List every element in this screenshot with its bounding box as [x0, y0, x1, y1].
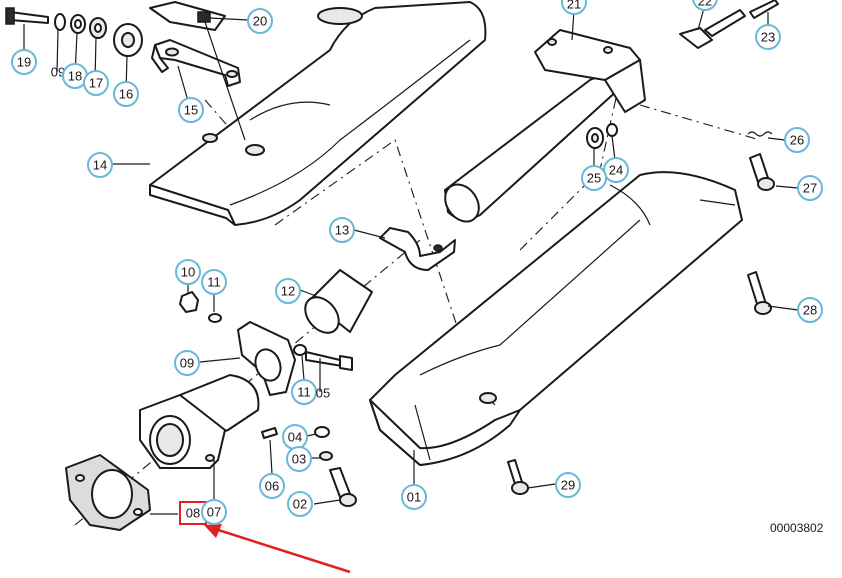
svg-text:17: 17	[89, 76, 103, 91]
lower-bolts	[507, 271, 772, 495]
callout-28: 28	[797, 297, 823, 323]
inner-pipe-part	[444, 75, 621, 223]
upper-cover-part	[149, 1, 487, 226]
callout-26: 26	[784, 127, 810, 153]
callout-11-lower: 11	[291, 379, 317, 405]
callout-17: 17	[83, 70, 109, 96]
callout-11-upper: 11	[201, 269, 227, 295]
callout-02: 02	[287, 491, 313, 517]
svg-text:09: 09	[51, 65, 65, 80]
callout-14: 14	[87, 152, 113, 178]
clamp-part	[149, 1, 246, 141]
callout-21: 21	[561, 0, 587, 15]
callout-07: 07	[201, 499, 227, 525]
callout-01: 01	[401, 484, 427, 510]
clamp-bolt-part	[293, 344, 353, 371]
svg-text:15: 15	[184, 103, 198, 118]
svg-text:11: 11	[297, 385, 311, 400]
nut-washer-part	[179, 291, 222, 323]
callout-06: 06	[259, 473, 285, 499]
callout-25: 25	[581, 165, 607, 191]
lower-housing-part	[369, 171, 743, 466]
svg-text:22: 22	[698, 0, 712, 9]
svg-text:02: 02	[293, 497, 307, 512]
reference-number: 00003802	[770, 521, 824, 535]
sensor-part	[679, 0, 779, 49]
svg-text:27: 27	[803, 181, 817, 196]
svg-text:07: 07	[207, 505, 221, 520]
callout-08-highlighted: 08	[179, 501, 207, 525]
mount-bracket-part	[534, 29, 646, 113]
svg-text:13: 13	[335, 223, 349, 238]
svg-text:28: 28	[803, 303, 817, 318]
svg-text:29: 29	[561, 478, 575, 493]
sleeve-part	[304, 269, 373, 334]
callout-16: 16	[113, 81, 139, 107]
svg-text:26: 26	[790, 133, 804, 148]
bracket-part	[151, 39, 241, 87]
callout-09: 09	[174, 350, 200, 376]
svg-text:06: 06	[265, 479, 279, 494]
svg-text:04: 04	[288, 430, 302, 445]
svg-text:08: 08	[186, 506, 200, 521]
svg-text:10: 10	[181, 265, 195, 280]
callout-23: 23	[755, 24, 781, 50]
svg-text:24: 24	[609, 163, 623, 178]
svg-text:03: 03	[292, 452, 306, 467]
svg-text:20: 20	[253, 14, 267, 29]
callout-29: 29	[555, 472, 581, 498]
svg-text:01: 01	[407, 490, 421, 505]
callout-13: 13	[329, 217, 355, 243]
callout-27: 27	[797, 175, 823, 201]
svg-text:05: 05	[316, 386, 330, 401]
callout-22: 22	[692, 0, 718, 11]
callout-20: 20	[247, 8, 273, 34]
svg-text:21: 21	[567, 0, 581, 12]
callout-15: 15	[178, 97, 204, 123]
svg-text:18: 18	[68, 69, 82, 84]
svg-text:09: 09	[180, 356, 194, 371]
callout-10: 10	[175, 259, 201, 285]
callout-18: 18	[62, 63, 88, 89]
clamp-ring-part	[237, 321, 296, 396]
small-hardware-part	[261, 426, 357, 507]
svg-text:19: 19	[17, 55, 31, 70]
exhaust-flange-pipe-part	[139, 374, 260, 469]
svg-text:14: 14	[93, 158, 107, 173]
spring-bolt-part	[747, 131, 775, 191]
saddle-bracket-part	[379, 227, 456, 271]
svg-text:12: 12	[281, 284, 295, 299]
svg-text:11: 11	[207, 275, 221, 290]
callout-03: 03	[286, 446, 312, 472]
svg-text:25: 25	[587, 171, 601, 186]
highlight-arrow	[204, 524, 351, 574]
svg-text:16: 16	[119, 87, 133, 102]
top-left-hardware	[5, 7, 143, 57]
callout-24: 24	[603, 157, 629, 183]
gasket-part	[65, 454, 151, 531]
svg-text:23: 23	[761, 30, 775, 45]
callout-19: 19	[11, 49, 37, 75]
callout-09-top: 09	[51, 65, 65, 80]
callout-04: 04	[282, 424, 308, 450]
callout-12: 12	[275, 278, 301, 304]
callout-05: 05	[316, 386, 330, 401]
